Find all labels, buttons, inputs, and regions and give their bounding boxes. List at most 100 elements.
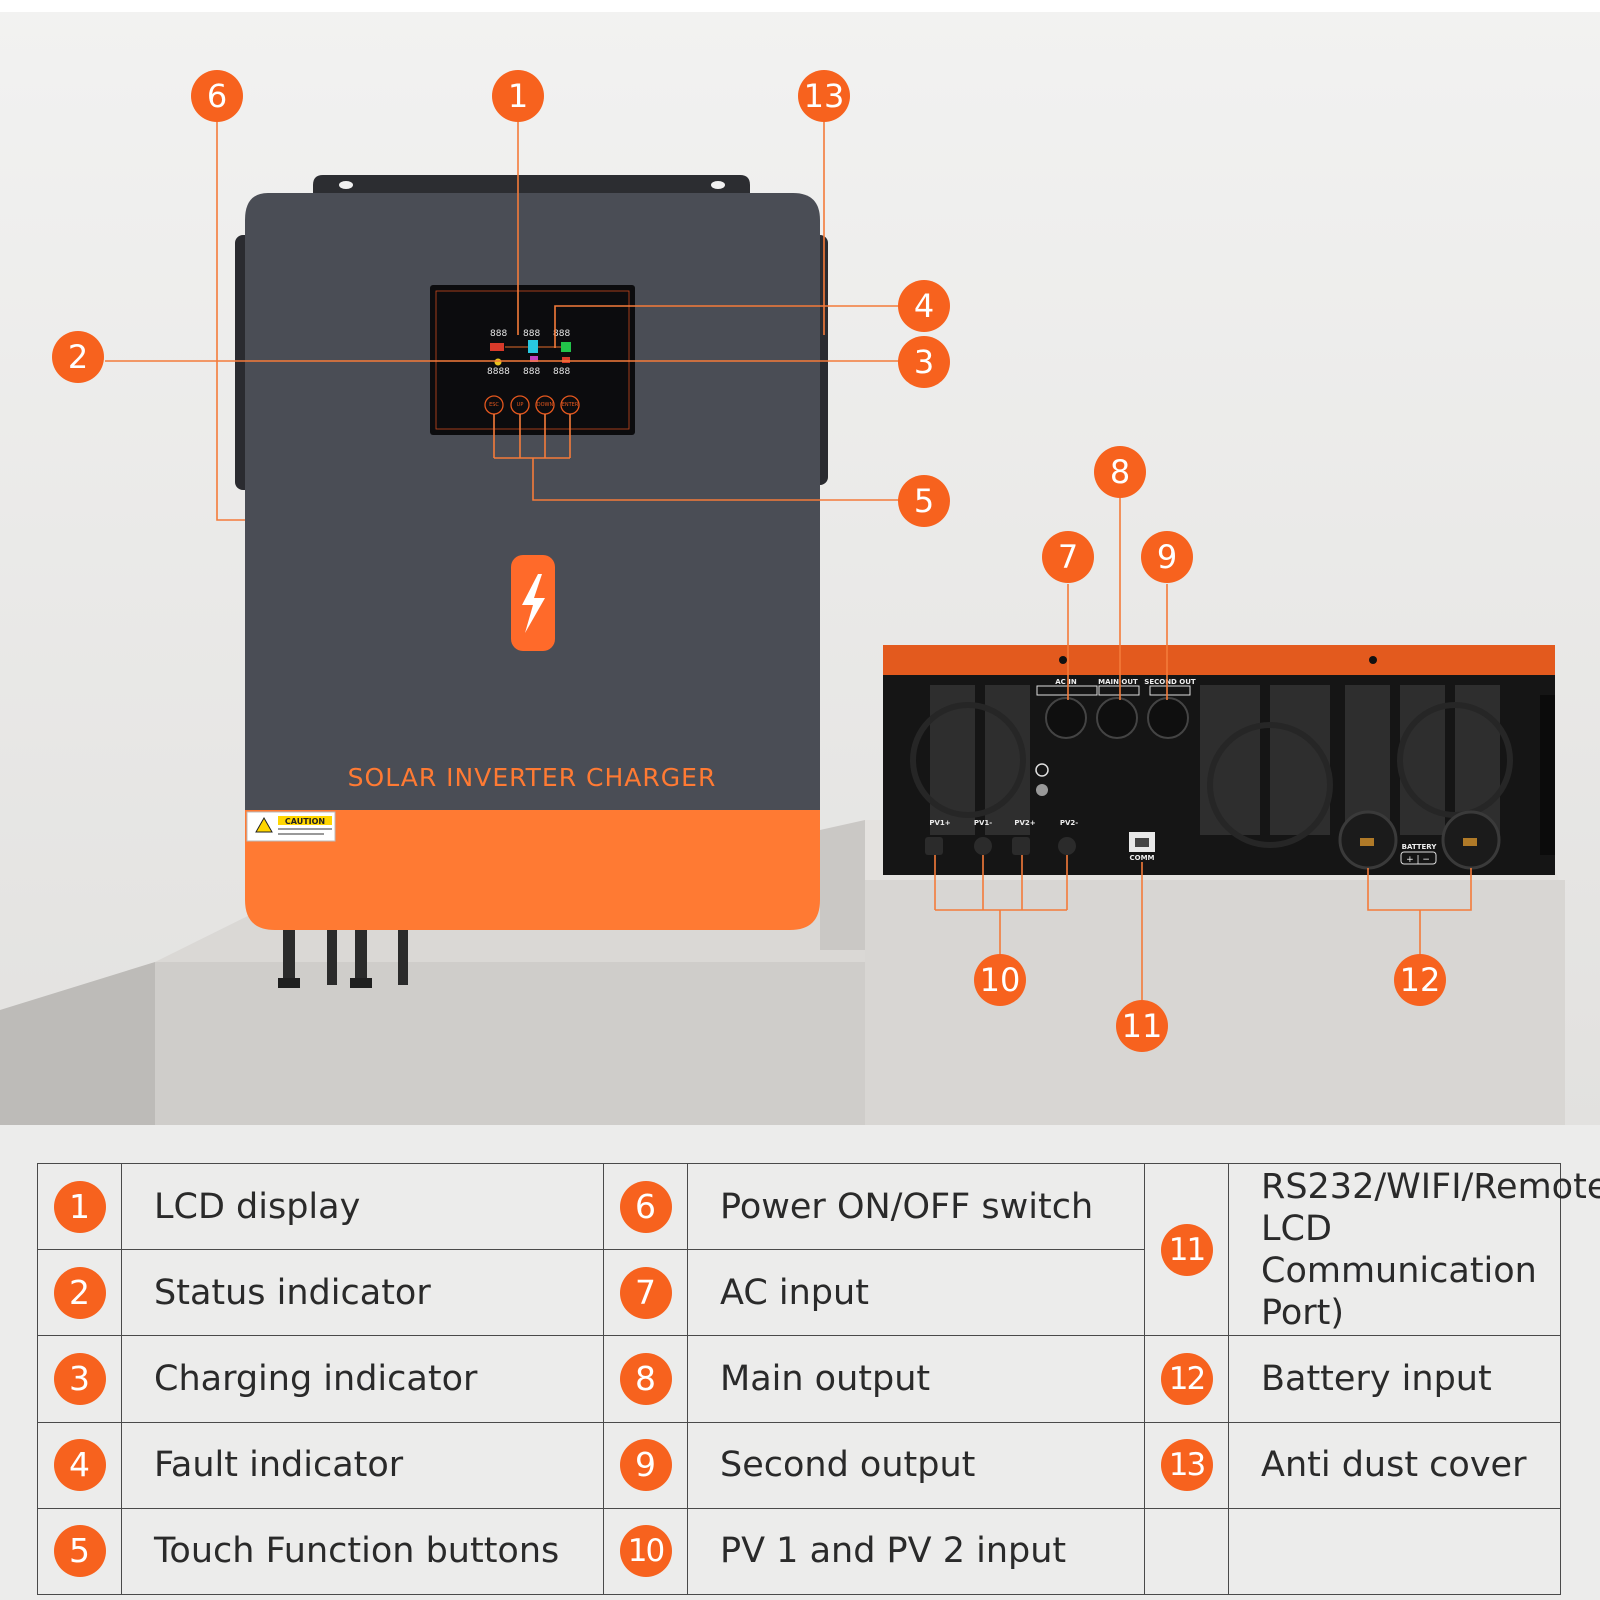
- legend-label: Touch Function buttons: [121, 1507, 604, 1596]
- svg-text:2: 2: [68, 338, 88, 376]
- legend-number-cell: 7: [603, 1249, 688, 1337]
- callout-marker: 8: [1094, 446, 1146, 498]
- pv2-minus-label: PV2-: [1060, 819, 1078, 827]
- pv-connector: [1058, 837, 1076, 855]
- legend-number-cell: 8: [603, 1335, 688, 1423]
- legend-marker: 11: [1160, 1223, 1213, 1276]
- lcd-panel: 888 888 888 8888 888 888 ESC UP DOWN ENT…: [430, 285, 635, 435]
- main-out-label: MAIN OUT: [1098, 678, 1138, 686]
- legend-marker: 3: [53, 1352, 106, 1405]
- legend-marker: 9: [619, 1439, 672, 1492]
- legend-number-cell: 6: [603, 1162, 688, 1251]
- lcd-readout: 888: [523, 329, 540, 339]
- main-output-gland: [1096, 697, 1138, 739]
- callout-markers: 1 2 3 4 5 6 7 8 9 10 11 12 13: [52, 70, 1446, 1052]
- svg-text:3: 3: [914, 343, 934, 381]
- ac-in-label: AC IN: [1055, 678, 1077, 686]
- lightning-icon: [522, 574, 545, 633]
- legend-empty-cell: [1144, 1507, 1229, 1596]
- callout-marker: 6: [191, 70, 243, 122]
- legend-label: PV 1 and PV 2 input: [687, 1507, 1145, 1596]
- callout-marker: 2: [52, 331, 104, 383]
- legend-empty-cell: [1228, 1507, 1561, 1596]
- svg-text:11: 11: [1122, 1007, 1163, 1045]
- legend-marker: 2: [53, 1266, 106, 1319]
- caution-label: CAUTION: [285, 817, 325, 826]
- callout-marker: 10: [974, 954, 1026, 1006]
- callout-marker: 5: [898, 475, 950, 527]
- legend-label: LCD display: [121, 1162, 604, 1251]
- legend-label: Fault indicator: [121, 1421, 604, 1509]
- callout-marker: 13: [798, 70, 850, 122]
- down-button-label: DOWN: [537, 402, 554, 408]
- product-title: SOLAR INVERTER CHARGER: [348, 763, 717, 792]
- legend-marker: 10: [619, 1525, 672, 1578]
- legend-number-cell: 2: [37, 1249, 122, 1337]
- callout-marker: 7: [1042, 531, 1094, 583]
- callout-marker: 12: [1394, 954, 1446, 1006]
- lcd-readout: 888: [490, 329, 507, 339]
- pv-connector: [925, 837, 943, 855]
- pv2-plus-label: PV2+: [1014, 819, 1035, 827]
- second-out-label: SECOND OUT: [1144, 678, 1196, 686]
- svg-text:6: 6: [207, 77, 227, 115]
- callout-marker: 11: [1116, 1000, 1168, 1052]
- legend-table: 1 LCD display 6 Power ON/OFF switch 11 R…: [37, 1162, 1600, 1596]
- legend-number-cell: 10: [603, 1507, 688, 1596]
- battery-label: BATTERY: [1402, 843, 1438, 851]
- pv1-plus-label: PV1+: [929, 819, 950, 827]
- legend-marker: 6: [619, 1180, 672, 1233]
- legend-label: Status indicator: [121, 1249, 604, 1337]
- battery-polarity-icon: + | −: [1406, 855, 1430, 865]
- ac-input-gland: [1045, 697, 1087, 739]
- legend-row: 4 Fault indicator 9 Second output 13 Ant…: [37, 1421, 1561, 1509]
- legend-marker: 8: [619, 1352, 672, 1405]
- legend-row: 3 Charging indicator 8 Main output 12 Ba…: [37, 1335, 1561, 1423]
- legend-marker: 13: [1160, 1439, 1213, 1492]
- legend-row: 5 Touch Function buttons 10 PV 1 and PV …: [37, 1507, 1561, 1596]
- legend-label: Second output: [687, 1421, 1145, 1509]
- mount-hole: [339, 181, 353, 189]
- pedestal-left: [0, 900, 940, 1125]
- legend-marker: 4: [53, 1439, 106, 1492]
- svg-text:12: 12: [1400, 961, 1441, 999]
- second-output-gland: [1147, 697, 1189, 739]
- legend-number-cell: 4: [37, 1421, 122, 1509]
- pv1-minus-label: PV1-: [974, 819, 992, 827]
- legend-row: 2 Status indicator 7 AC input: [37, 1249, 1561, 1337]
- legend-label: RS232/WIFI/Remote LCD Communication Port…: [1228, 1162, 1600, 1337]
- pv-connector: [1012, 837, 1030, 855]
- lcd-readout: 888: [553, 367, 570, 377]
- svg-text:8: 8: [1110, 453, 1130, 491]
- inverter-rear: AC IN MAIN OUT SECOND OUT PV1+ PV1- PV2+…: [883, 645, 1555, 875]
- lcd-readout: 888: [553, 329, 570, 339]
- legend-label: Main output: [687, 1335, 1145, 1423]
- legend-marker: 5: [53, 1525, 106, 1578]
- legend-number-cell: 3: [37, 1335, 122, 1423]
- product-diagram: CAUTION SOLAR INVERTER CHARGER 888 888 8…: [0, 0, 1600, 1125]
- callout-marker: 1: [492, 70, 544, 122]
- lcd-readout: 8888: [487, 367, 510, 377]
- leader-lines: [105, 121, 1472, 1000]
- comm-label: COMM: [1129, 854, 1154, 862]
- callout-marker: 4: [898, 280, 950, 332]
- power-switch-icon[interactable]: [1035, 763, 1049, 777]
- legend-number-cell: 11: [1144, 1162, 1229, 1337]
- legend-label: AC input: [687, 1249, 1145, 1337]
- legend-number-cell: 12: [1144, 1335, 1229, 1423]
- svg-text:5: 5: [914, 482, 934, 520]
- legend-label: Battery input: [1228, 1335, 1561, 1423]
- svg-text:1: 1: [508, 77, 528, 115]
- callout-marker: 9: [1141, 531, 1193, 583]
- esc-button-label: ESC: [489, 402, 499, 408]
- svg-text:9: 9: [1157, 538, 1177, 576]
- legend-label: Power ON/OFF switch: [687, 1162, 1145, 1251]
- legend-label: Charging indicator: [121, 1335, 604, 1423]
- legend-marker: 1: [53, 1180, 106, 1233]
- legend-number-cell: 1: [37, 1162, 122, 1251]
- pv-connector: [974, 837, 992, 855]
- legend-marker: 7: [619, 1266, 672, 1319]
- legend-marker: 12: [1160, 1352, 1213, 1405]
- legend-number-cell: 9: [603, 1421, 688, 1509]
- legend-row: 1 LCD display 6 Power ON/OFF switch 11 R…: [37, 1162, 1600, 1337]
